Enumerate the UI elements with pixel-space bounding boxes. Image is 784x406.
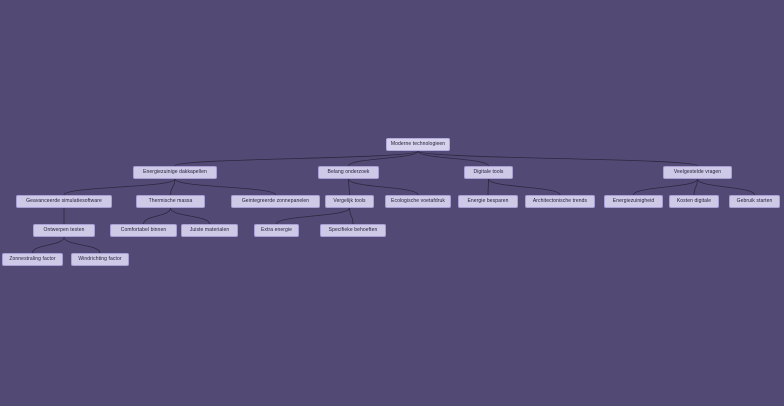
node-label: Windrichting factor	[78, 256, 122, 262]
edge-connector	[348, 150, 419, 167]
mindmap-node[interactable]: Zonnestraling factor	[2, 253, 63, 266]
mindmap-node[interactable]: Juiste materialen	[181, 224, 238, 237]
mindmap-node[interactable]: Geavanceerde simulatiesoftware	[16, 195, 112, 208]
node-label: Architectonische trends	[532, 198, 588, 204]
mindmap-node[interactable]: Gebruik starten	[729, 195, 780, 208]
edge-connector	[170, 207, 210, 225]
edge-connector	[349, 207, 354, 225]
edge-connector	[348, 178, 350, 196]
edge-connector	[143, 207, 171, 225]
node-label: Moderne technologieen	[390, 141, 446, 147]
mindmap-node[interactable]: Vergelijk tools	[325, 195, 374, 208]
node-label: Belang onderzoek	[327, 169, 370, 175]
mindmap-node[interactable]: Extra energie	[254, 224, 299, 237]
node-label: Vergelijk tools	[333, 198, 366, 204]
edge-connector	[63, 178, 176, 196]
node-label: Energiezuinige dakkapellen	[143, 169, 207, 175]
node-label: Zonnestraling factor	[9, 256, 56, 262]
node-label: Ontwerpen testen	[43, 227, 85, 233]
node-label: Ecologische voetafdruk	[391, 198, 445, 204]
edge-connector	[276, 207, 350, 225]
node-label: Veelgestelde vragen	[673, 169, 722, 175]
mindmap-node[interactable]: Thermische massa	[136, 195, 205, 208]
node-label: Specifieke behoeften	[328, 227, 378, 233]
mindmap-node[interactable]: Belang onderzoek	[318, 166, 379, 179]
mindmap-node[interactable]: Kosten digitale	[669, 195, 719, 208]
node-label: Kosten digitale	[676, 198, 712, 204]
edge-connector	[174, 178, 276, 196]
mindmap-node[interactable]: Windrichting factor	[71, 253, 129, 266]
edge-connector	[697, 178, 755, 196]
mindmap-node[interactable]: Energie besparen	[458, 195, 518, 208]
node-label: Digitale tools	[473, 169, 504, 175]
node-label: Energiezuinigheid	[612, 198, 655, 204]
mindmap-node[interactable]: Comfortabel binnen	[110, 224, 177, 237]
root-node[interactable]: Moderne technologieen	[386, 138, 450, 151]
edge-connector	[170, 178, 176, 196]
mindmap-node[interactable]: Veelgestelde vragen	[663, 166, 732, 179]
edge-connector	[488, 178, 561, 196]
edge-connector	[633, 178, 698, 196]
node-label: Energie besparen	[467, 198, 509, 204]
mindmap-node[interactable]: Architectonische trends	[525, 195, 595, 208]
edge-connector	[348, 178, 419, 196]
mindmap-node[interactable]: Geintegreerde zonnepanelen	[231, 195, 320, 208]
edge-connector	[63, 236, 101, 254]
node-label: Geintegreerde zonnepanelen	[241, 198, 310, 204]
edge-connector	[174, 150, 419, 167]
node-label: Gebruik starten	[736, 198, 773, 204]
mindmap-node[interactable]: Specifieke behoeften	[320, 224, 386, 237]
node-label: Juiste materialen	[189, 227, 230, 233]
node-label: Comfortabel binnen	[120, 227, 167, 233]
edge-connector	[32, 236, 65, 254]
node-label: Extra energie	[260, 227, 293, 233]
mindmap-node[interactable]: Ecologische voetafdruk	[385, 195, 451, 208]
mindmap-node[interactable]: Energiezuinige dakkapellen	[133, 166, 217, 179]
node-label: Geavanceerde simulatiesoftware	[26, 198, 102, 204]
edge-connector	[487, 178, 489, 196]
mindmap-node[interactable]: Digitale tools	[464, 166, 513, 179]
mindmap-node[interactable]: Ontwerpen testen	[33, 224, 95, 237]
edge-connector	[417, 150, 489, 167]
edge-connector	[693, 178, 698, 196]
mindmap-node[interactable]: Energiezuinigheid	[604, 195, 663, 208]
node-label: Thermische massa	[148, 198, 193, 204]
edge-connector	[417, 150, 698, 167]
